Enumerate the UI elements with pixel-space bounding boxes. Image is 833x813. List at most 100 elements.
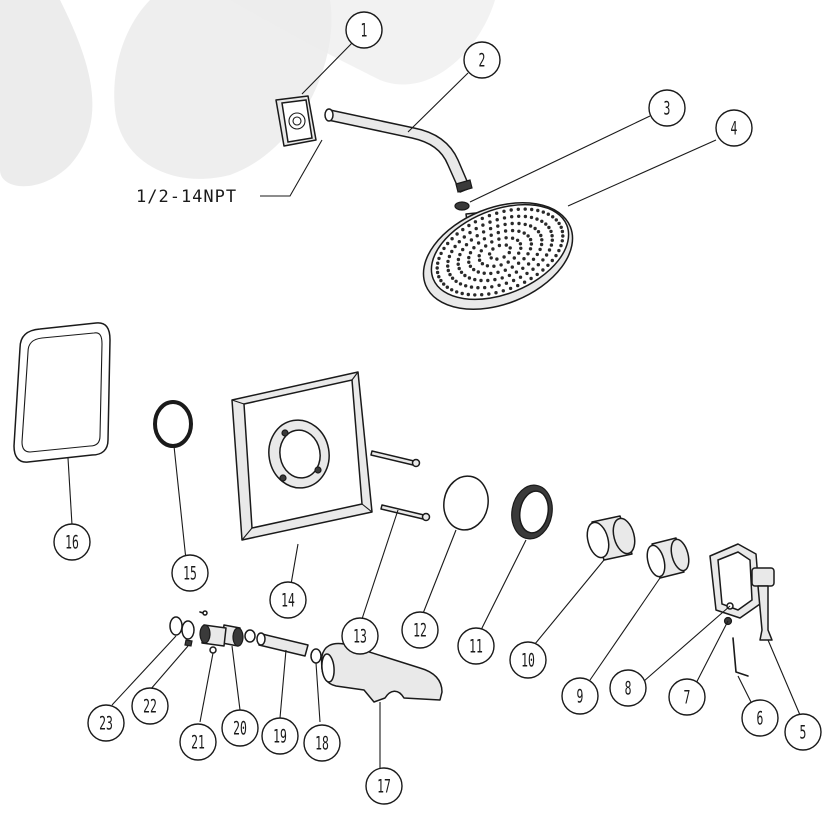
- nozzle-dot: [541, 268, 545, 272]
- nozzle-dot: [499, 263, 503, 267]
- nozzle-dot: [476, 270, 480, 274]
- nozzle-dot: [493, 277, 497, 282]
- callout-9: 9: [561, 677, 599, 715]
- nozzle-dot: [503, 229, 508, 233]
- nozzle-dot: [436, 261, 440, 265]
- nozzle-dot: [468, 251, 473, 255]
- callout-18: 18: [303, 724, 341, 762]
- svg-text:11: 11: [469, 634, 483, 657]
- part-union-body: [199, 610, 227, 654]
- nozzle-dot: [508, 246, 512, 250]
- nozzle-dot: [473, 293, 477, 297]
- callout-1: 1: [345, 11, 383, 49]
- nozzle-dot: [544, 253, 549, 257]
- nozzle-dot: [460, 291, 464, 296]
- nozzle-dot: [510, 228, 515, 233]
- nozzle-dot: [495, 211, 499, 215]
- nozzle-dot: [510, 236, 515, 240]
- nozzle-dot: [528, 247, 533, 251]
- nozzle-dot: [496, 270, 500, 274]
- svg-text:17: 17: [377, 774, 391, 797]
- nozzle-dot: [435, 270, 440, 275]
- nozzle-dot: [504, 236, 508, 240]
- nozzle-dot: [456, 262, 460, 266]
- nozzle-dot: [516, 283, 520, 288]
- nozzle-dot: [445, 285, 449, 289]
- nozzle-dot: [547, 248, 552, 252]
- nozzle-dot: [467, 260, 471, 264]
- nozzle-dot: [559, 243, 563, 248]
- nozzle-dot: [518, 275, 523, 279]
- svg-text:2: 2: [479, 48, 486, 71]
- nozzle-dot: [522, 280, 527, 284]
- nozzle-dot: [467, 276, 472, 280]
- nozzle-dot: [526, 234, 530, 238]
- nozzle-dot: [535, 272, 539, 277]
- nozzle-dot: [510, 265, 514, 269]
- nozzle-dot: [540, 219, 544, 223]
- nozzle-dot: [535, 252, 539, 257]
- part-tub-spout: [320, 642, 443, 703]
- part-union-washer: [181, 620, 195, 647]
- nozzle-dot: [559, 225, 563, 229]
- svg-text:20: 20: [233, 716, 247, 739]
- part-sleeve: [586, 515, 636, 561]
- nozzle-dot: [531, 267, 535, 271]
- svg-text:1: 1: [361, 18, 368, 41]
- svg-text:16: 16: [65, 530, 79, 553]
- nozzle-dot: [507, 273, 512, 278]
- nozzle-dot: [474, 226, 478, 231]
- nozzle-dot: [457, 240, 461, 244]
- callout-2: 2: [463, 41, 501, 79]
- nozzle-dot: [526, 252, 530, 256]
- nozzle-dot: [541, 210, 545, 214]
- nozzle-dot: [551, 215, 555, 219]
- svg-text:5: 5: [800, 720, 807, 743]
- part-lever-handle: [709, 543, 775, 641]
- nozzle-dot: [469, 285, 474, 289]
- nozzle-dot: [500, 276, 504, 280]
- nozzle-dot: [536, 230, 541, 234]
- nozzle-dot: [529, 276, 533, 281]
- svg-text:8: 8: [625, 676, 632, 699]
- nozzle-dot: [466, 292, 470, 297]
- nozzle-dot: [469, 238, 474, 242]
- nozzle-dot: [463, 273, 467, 278]
- nozzle-dot: [476, 241, 481, 245]
- part-shower-head: [422, 202, 574, 310]
- nozzle-dot: [501, 289, 505, 293]
- nozzle-dot: [510, 215, 514, 219]
- svg-text:22: 22: [143, 694, 157, 717]
- nozzle-dot: [539, 242, 544, 247]
- part-cap-disc: [443, 475, 489, 531]
- svg-text:3: 3: [664, 96, 671, 119]
- nozzle-dot: [480, 216, 484, 221]
- nozzle-dot: [482, 271, 486, 275]
- svg-text:23: 23: [99, 711, 113, 734]
- nozzle-dot: [495, 257, 499, 261]
- thread-spec-annotation: 1/2-14NPT: [136, 187, 237, 207]
- nozzle-dot: [461, 227, 465, 232]
- nozzle-dot: [495, 218, 499, 222]
- nozzle-dot: [459, 270, 464, 274]
- nozzle-dot: [554, 253, 558, 258]
- nozzle-dot: [437, 275, 441, 279]
- nozzle-dot: [522, 257, 526, 261]
- nozzle-dot: [497, 243, 502, 248]
- nozzle-dot: [530, 207, 534, 212]
- svg-text:18: 18: [315, 731, 329, 754]
- nozzle-dot: [487, 292, 491, 296]
- leader-lines: [67, 39, 801, 768]
- nozzle-dot: [483, 285, 487, 290]
- part-spout-o-ring: [310, 648, 322, 664]
- nozzle-dot: [468, 264, 473, 268]
- nozzle-dot: [473, 220, 478, 224]
- nozzle-dot: [523, 214, 528, 219]
- nozzle-dot: [544, 222, 548, 226]
- nozzle-dot: [540, 238, 544, 242]
- callout-13: 13: [341, 617, 379, 655]
- svg-text:21: 21: [191, 730, 205, 753]
- nozzle-dot: [482, 237, 487, 241]
- nozzle-dot: [514, 270, 519, 274]
- nozzle-dot: [503, 222, 507, 227]
